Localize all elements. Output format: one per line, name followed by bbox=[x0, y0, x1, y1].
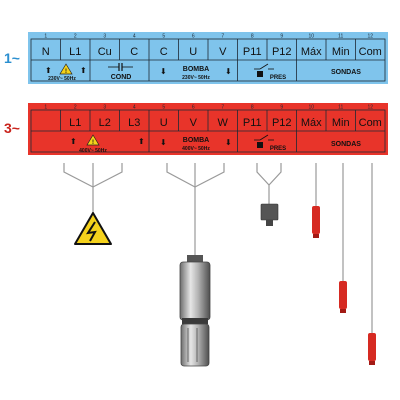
level-probe bbox=[339, 281, 347, 313]
arrow-icon: ⬇ bbox=[160, 138, 167, 147]
terminal-number: 9 bbox=[280, 105, 283, 111]
p1-bomba-group: ⬇ ⬇ BOMBA 230V~ 50Hz bbox=[160, 66, 232, 81]
probe-wires bbox=[315, 163, 373, 335]
pressure-switch-icon bbox=[254, 134, 274, 148]
submersible-pump bbox=[179, 255, 211, 367]
terminal-label: V bbox=[190, 117, 198, 129]
arrow-icon: ⬇ bbox=[225, 138, 232, 147]
panel-single-label: 1~ bbox=[4, 50, 20, 66]
terminal-label: Com bbox=[359, 46, 382, 58]
arrow-icon: ⬇ bbox=[225, 67, 232, 76]
terminal-label: Com bbox=[359, 117, 382, 129]
pressure-switch-icon bbox=[254, 63, 274, 77]
terminal-number: 12 bbox=[367, 105, 373, 111]
p1-sondas-text: SONDAS bbox=[331, 69, 361, 76]
terminal-label: L2 bbox=[99, 117, 111, 129]
arrow-icon: ⬆ bbox=[70, 137, 77, 146]
svg-text:!: ! bbox=[92, 140, 94, 146]
terminal-number: 7 bbox=[221, 105, 224, 111]
terminal-label: V bbox=[219, 46, 227, 58]
terminal-label: L1 bbox=[69, 117, 81, 129]
arrow-icon: ⬇ bbox=[160, 67, 167, 76]
terminal-label: W bbox=[218, 117, 229, 129]
p3-pres-text: PRES bbox=[270, 146, 286, 152]
terminal-number: 9 bbox=[280, 34, 283, 40]
terminal-label: U bbox=[160, 117, 168, 129]
terminal-label: P11 bbox=[243, 46, 262, 58]
p1-pres-group: PRES bbox=[254, 63, 286, 81]
p1-power-text: 230V~ 50Hz bbox=[48, 76, 76, 82]
warning-icon bbox=[86, 134, 100, 146]
terminal-number: 10 bbox=[308, 34, 314, 40]
arrow-icon: ⬆ bbox=[45, 66, 52, 75]
terminal-label: Cu bbox=[98, 46, 112, 58]
terminal-number: 6 bbox=[192, 34, 195, 40]
terminal-number: 5 bbox=[162, 34, 165, 40]
capacitor-icon bbox=[108, 63, 133, 71]
terminal-number: 3 bbox=[103, 34, 106, 40]
terminal-label: L3 bbox=[128, 117, 140, 129]
terminal-number: 10 bbox=[308, 105, 314, 111]
terminal-label: U bbox=[189, 46, 197, 58]
p3-bomba-sub: 400V~ 50Hz bbox=[182, 146, 210, 152]
pump-wiring bbox=[166, 163, 225, 258]
terminal-label: P12 bbox=[272, 117, 292, 129]
terminal-number: 5 bbox=[162, 105, 165, 111]
terminal-number: 4 bbox=[133, 105, 136, 111]
panel-three-label: 3~ bbox=[4, 120, 20, 136]
terminal-label: C bbox=[160, 46, 168, 58]
terminal-number: 12 bbox=[367, 34, 373, 40]
terminal-label: Máx bbox=[301, 117, 322, 129]
high-voltage-sign bbox=[74, 212, 112, 245]
terminal-number: 7 bbox=[221, 34, 224, 40]
p3-sondas-text: SONDAS bbox=[331, 141, 361, 148]
terminal-number: 8 bbox=[251, 34, 254, 40]
terminal-number: 6 bbox=[192, 105, 195, 111]
terminal-label: Máx bbox=[301, 46, 322, 58]
terminal-label: Min bbox=[332, 46, 350, 58]
arrow-icon: ⬆ bbox=[138, 137, 145, 146]
power-supply-wiring bbox=[63, 163, 123, 215]
level-probe bbox=[368, 333, 376, 365]
terminal-label: Min bbox=[332, 117, 350, 129]
terminal-number: 1 bbox=[44, 34, 47, 40]
terminal-number: 2 bbox=[74, 105, 77, 111]
p1-bomba-text: BOMBA bbox=[183, 66, 209, 73]
p3-power-group: ! ⬆ ⬆ 400V~ 50Hz bbox=[70, 134, 145, 154]
terminal-label: C bbox=[130, 46, 138, 58]
svg-text:!: ! bbox=[65, 69, 67, 75]
p1-power-group: ! ⬆ ⬆ 230V~ 50Hz bbox=[45, 63, 87, 82]
p3-pres-group: PRES bbox=[254, 134, 286, 152]
terminal-number: 4 bbox=[133, 34, 136, 40]
pressure-switch-wiring bbox=[256, 163, 282, 204]
p1-cond-group: COND bbox=[108, 63, 133, 81]
terminal-label: L1 bbox=[69, 46, 81, 58]
p1-cond-text: COND bbox=[111, 74, 132, 81]
level-probe bbox=[312, 206, 320, 238]
terminal-label: P12 bbox=[272, 46, 292, 58]
p3-power-text: 400V~ 50Hz bbox=[79, 148, 107, 154]
terminal-label: P11 bbox=[243, 117, 262, 129]
terminal-number: 11 bbox=[338, 105, 343, 111]
terminal-label: N bbox=[42, 46, 50, 58]
terminal-number: 2 bbox=[74, 34, 77, 40]
p3-bomba-group: ⬇ ⬇ BOMBA 400V~ 50Hz bbox=[160, 137, 232, 152]
pressure-switch-device bbox=[260, 203, 279, 226]
terminal-number: 8 bbox=[251, 105, 254, 111]
p1-pres-text: PRES bbox=[270, 75, 286, 81]
terminal-number: 11 bbox=[338, 34, 343, 40]
p1-bomba-sub: 230V~ 50Hz bbox=[182, 75, 210, 81]
p3-bomba-text: BOMBA bbox=[183, 137, 209, 144]
arrow-icon: ⬆ bbox=[80, 66, 87, 75]
terminal-number: 3 bbox=[103, 105, 106, 111]
terminal-number: 1 bbox=[44, 105, 47, 111]
warning-icon bbox=[59, 63, 73, 75]
